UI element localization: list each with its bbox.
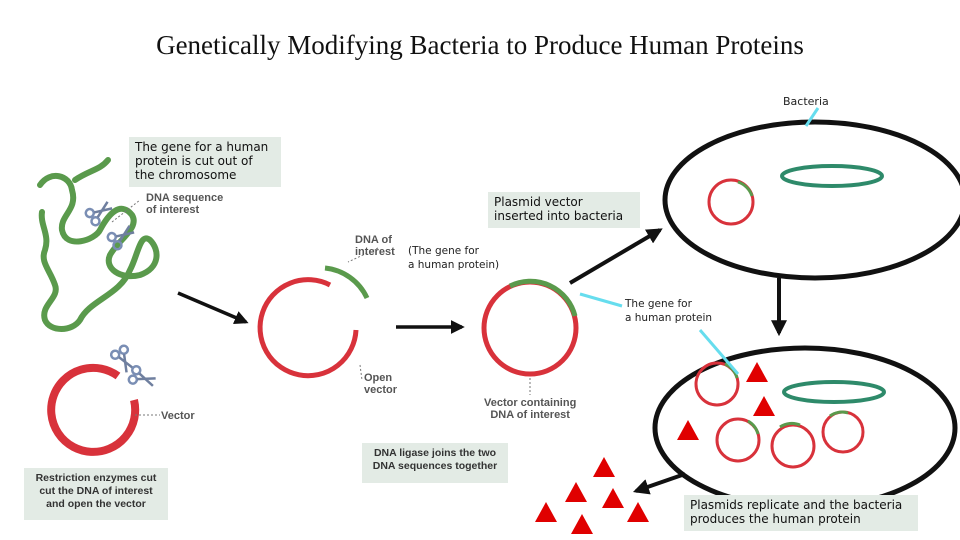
pointer-line: [579, 292, 623, 308]
scissors-icon: [106, 225, 135, 251]
label-gene-paren: (The gene for a human protein): [408, 245, 500, 271]
plasmid: [707, 178, 755, 226]
plasmid: [694, 361, 740, 407]
protein-triangle-icon: [677, 362, 775, 440]
chromosome-dna: [37, 173, 160, 332]
plasmid: [770, 423, 816, 469]
label-bacteria: Bacteria: [783, 95, 829, 108]
page-title: Genetically Modifying Bacteria to Produc…: [156, 30, 804, 60]
bacterium-cell: [662, 119, 960, 281]
arrow-icon: [568, 228, 663, 285]
open-vector: [257, 277, 359, 379]
pointer-line: [698, 329, 740, 375]
label-open-vector: Open vector: [364, 372, 398, 396]
vector-plasmid: [47, 363, 140, 456]
pointer-line: [804, 107, 820, 127]
chromosome-dna-tail: [72, 157, 111, 183]
bacterial-chromosome: [782, 380, 886, 404]
label-vector-containing: Vector containing DNA of interest: [484, 397, 577, 421]
label-dna-of-interest: DNA of interest: [355, 234, 395, 258]
label-gene-cut: The gene for a human protein is cut out …: [129, 137, 281, 187]
label-vector: Vector: [161, 410, 195, 422]
scissors-icon: [84, 201, 113, 227]
label-restriction: Restriction enzymes cut cut the DNA of i…: [24, 468, 168, 520]
label-dna-sequence: DNA sequence of interest: [146, 192, 224, 216]
plasmid: [715, 417, 761, 463]
bacterial-chromosome: [780, 164, 884, 188]
label-replicate: Plasmids replicate and the bacteria prod…: [684, 495, 918, 531]
protein-triangle-icon: [535, 457, 649, 534]
arrow-icon: [177, 291, 249, 325]
scissors-icon: [127, 364, 156, 387]
label-gene-for-protein: The gene for a human protein: [625, 298, 713, 324]
label-plasmid-inserted: Plasmid vector inserted into bacteria: [488, 192, 640, 228]
dna-of-interest-fragment: [324, 265, 370, 300]
arrow-icon: [632, 472, 686, 495]
label-ligase: DNA ligase joins the two DNA sequences t…: [362, 443, 508, 483]
scissors-icon: [109, 344, 135, 373]
